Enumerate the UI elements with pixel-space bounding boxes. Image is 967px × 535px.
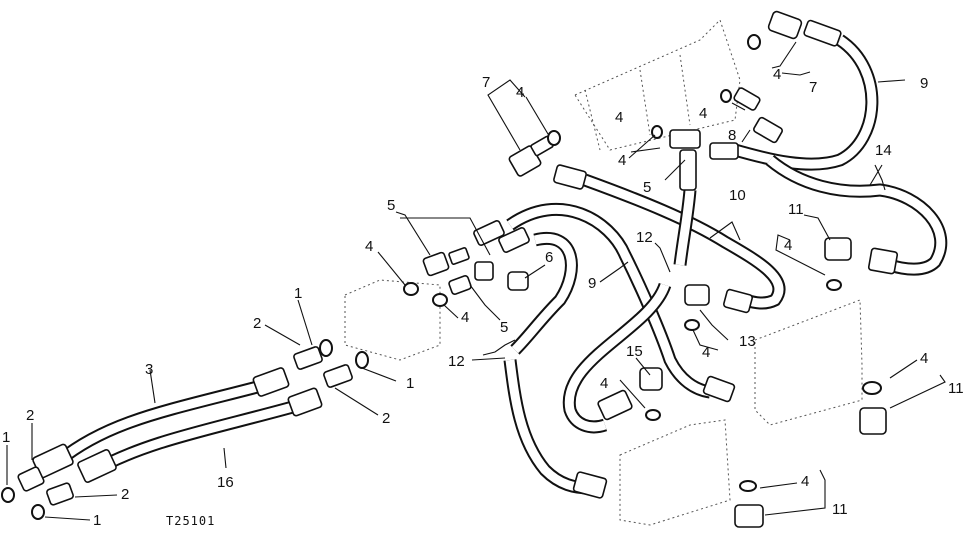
callout-label: 1: [2, 429, 10, 446]
figure-id: T25101: [166, 514, 215, 528]
callout-label: 11: [832, 501, 848, 518]
callout-label: 8: [728, 127, 736, 144]
callout-label: 11: [948, 380, 964, 397]
callout-label: 9: [920, 75, 928, 92]
callout-label: 4: [516, 84, 524, 101]
callout-label: 4: [773, 66, 781, 83]
callout-label: 2: [382, 410, 390, 427]
callout-label: 4: [461, 309, 469, 326]
callout-label: 4: [600, 375, 608, 392]
callout-label: 4: [801, 473, 809, 490]
fittings: [17, 10, 899, 528]
callout-label: 4: [784, 237, 792, 254]
callout-label: 4: [365, 238, 373, 255]
callout-label: 1: [294, 285, 302, 302]
callout-label: 5: [387, 197, 395, 214]
callout-label: 4: [618, 152, 626, 169]
callout-label: 4: [920, 350, 928, 367]
callouts: 1 1 1 1 2 2 2 2 3 16 4 4 4 4 4 4 4 4 4 4…: [2, 66, 964, 529]
callout-label: 7: [809, 79, 817, 96]
callout-label: 5: [643, 179, 651, 196]
callout-label: 13: [739, 333, 756, 350]
callout-label: 2: [121, 486, 129, 503]
callout-label: 4: [699, 105, 707, 122]
hoses: [55, 34, 948, 495]
callout-label: 5: [500, 319, 508, 336]
callout-label: 9: [588, 275, 596, 292]
callout-label: 14: [875, 142, 892, 159]
callout-label: 16: [217, 474, 234, 491]
callout-label: 12: [636, 229, 653, 246]
callout-label: 6: [545, 249, 553, 266]
callout-label: 12: [448, 353, 465, 370]
callout-label: 10: [729, 187, 746, 204]
callout-label: 3: [145, 361, 153, 378]
callout-label: 15: [626, 343, 643, 360]
callout-label: 1: [406, 375, 414, 392]
leader-lines: [6, 41, 946, 521]
callout-label: 11: [788, 201, 804, 218]
callout-label: 2: [253, 315, 261, 332]
callout-label: 1: [93, 512, 101, 529]
valve-blocks: [344, 19, 863, 526]
callout-label: 4: [615, 109, 623, 126]
callout-label: 2: [26, 407, 34, 424]
callout-label: 4: [702, 344, 710, 361]
callout-label: 7: [482, 74, 490, 91]
